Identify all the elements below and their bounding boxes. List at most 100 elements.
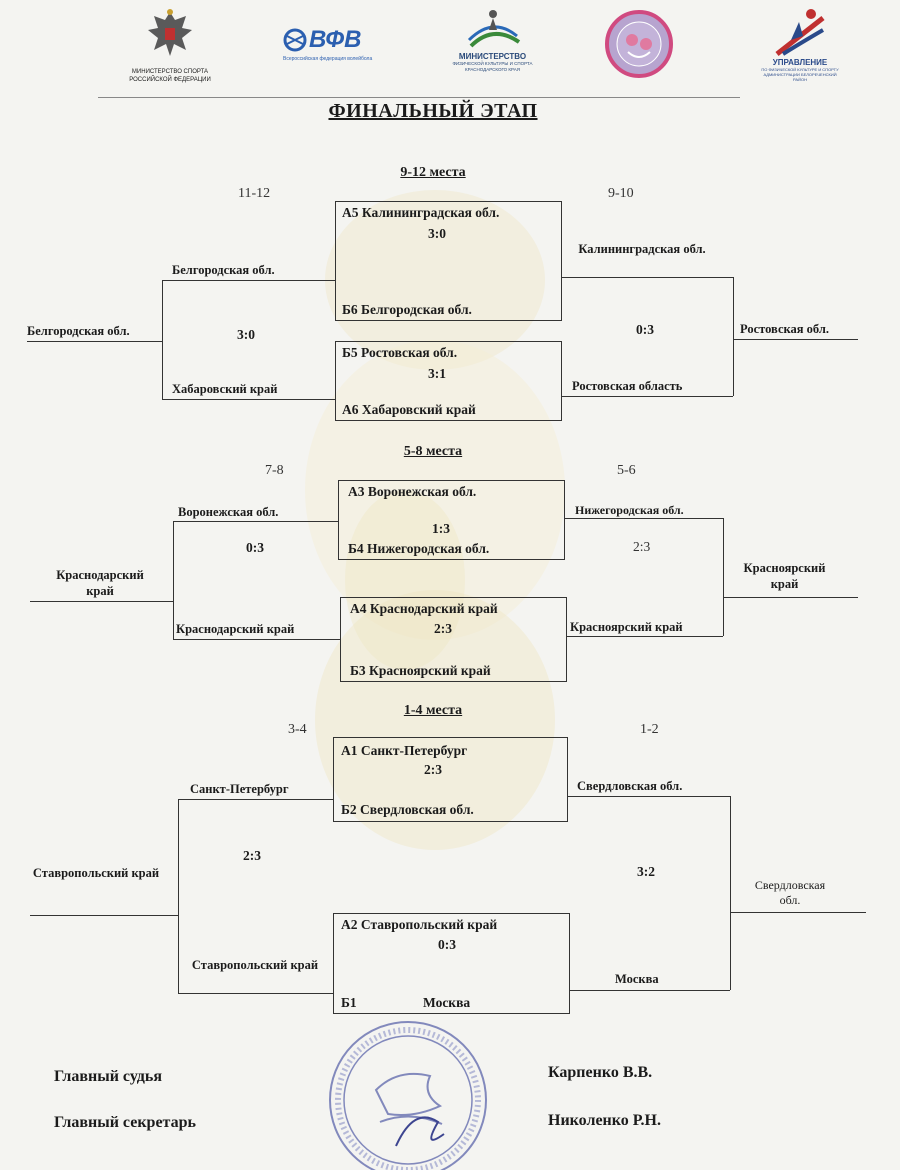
match-team-a4: А4 Краснодарский край	[350, 601, 498, 616]
bracket-left-lower-team: Ставропольский край	[191, 958, 319, 972]
bracket-left-winner: Ставропольский край	[32, 866, 160, 880]
bracket-left-winner: Краснодарский край	[56, 568, 144, 598]
match-team-a1: А1 Санкт-Петербург	[341, 743, 468, 758]
place-label-9-10: 9-10	[608, 186, 634, 201]
sport-department-logo-icon	[775, 9, 825, 56]
match-team-b1-code: Б1	[341, 995, 357, 1010]
bracket-line	[567, 636, 723, 637]
bracket-left-lower-team: Краснодарский край	[176, 622, 295, 636]
match-team-b4: Б4 Нижегородская обл.	[348, 541, 490, 556]
ministry-kk-logo: МИНИСТЕРСТВО ФИЗИЧЕСКОЙ КУЛЬТУРЫ И СПОРТ…	[445, 6, 540, 88]
bracket-line	[733, 277, 734, 396]
chief-judge-name: Карпенко В.В.	[548, 1064, 653, 1081]
bracket-line	[178, 993, 333, 994]
match-box-a3-b4	[338, 480, 565, 560]
match-score-a3-b4: 1:3	[432, 521, 450, 536]
bracket-line	[178, 799, 333, 800]
bracket-line	[30, 915, 178, 916]
bracket-line	[568, 796, 730, 797]
vfv-subtitle: Всероссийская федерация волейбола	[283, 56, 373, 62]
bracket-left-upper-team: Белгородская обл.	[172, 263, 275, 277]
match-score-a5-b6: 3:0	[428, 226, 446, 241]
ministry-sport-caption: МИНИСТЕРСТВО СПОРТА РОССИЙСКОЙ ФЕДЕРАЦИИ	[129, 69, 211, 83]
bracket-line	[562, 277, 733, 278]
chief-judge-label: Главный судья	[54, 1068, 163, 1085]
place-label-1-2: 1-2	[640, 722, 659, 737]
match-box-a1-b2	[333, 737, 568, 822]
bracket-line	[162, 399, 335, 400]
vfv-logo-icon	[283, 28, 307, 52]
round-volleyball-emblem	[604, 6, 674, 86]
vfv-title: ВФВ	[309, 26, 362, 53]
bracket-line	[730, 912, 866, 913]
bracket-line	[565, 518, 723, 519]
ministry-kk-title: МИНИСТЕРСТВО	[458, 52, 527, 61]
mascot-watermark	[305, 190, 565, 850]
match-box-a5-b6	[335, 201, 562, 321]
bracket-line	[723, 518, 724, 636]
bracket-right-score: 0:3	[636, 322, 654, 337]
bracket-line	[173, 639, 340, 640]
bracket-right-upper-team: Нижегородская обл.	[575, 503, 684, 517]
bracket-left-upper-team: Воронежская обл.	[178, 505, 279, 519]
sport-department-title: УПРАВЛЕНИЕ	[772, 58, 828, 67]
sport-department-subtitle: ПО ФИЗИЧЕСКОЙ КУЛЬТУРЕ И СПОРТУ АДМИНИСТ…	[761, 67, 839, 82]
match-score-a2-b1: 0:3	[438, 937, 456, 952]
sport-department-logo: УПРАВЛЕНИЕ ПО ФИЗИЧЕСКОЙ КУЛЬТУРЕ И СПОР…	[760, 6, 840, 92]
place-label-7-8: 7-8	[265, 463, 284, 478]
bracket-line	[162, 280, 335, 281]
match-team-b2: Б2 Свердловская обл.	[341, 802, 474, 817]
place-label-3-4: 3-4	[288, 722, 307, 737]
bracket-left-winner: Белгородская обл.	[27, 324, 130, 338]
section-title-9-12: 9-12 места	[400, 165, 466, 180]
match-score-b5-a6: 3:1	[428, 366, 446, 381]
bracket-line	[173, 521, 174, 639]
match-team-b3: Б3 Красноярский край	[350, 663, 491, 678]
place-label-11-12: 11-12	[238, 186, 271, 201]
bracket-line	[733, 339, 858, 340]
match-team-b6: Б6 Белгородская обл.	[342, 302, 472, 317]
match-team-b1: Москва	[423, 995, 471, 1010]
page-title: ФИНАЛЬНЫЙ ЭТАП	[328, 100, 538, 122]
place-label-5-6: 5-6	[617, 463, 636, 478]
ministry-kk-logo-icon	[467, 10, 520, 48]
official-round-stamp-icon	[329, 1021, 487, 1170]
bracket-line	[27, 341, 162, 342]
bracket-line	[570, 990, 730, 991]
match-box-a2-b1	[333, 913, 570, 1014]
header-divider	[98, 97, 740, 98]
bracket-left-score: 3:0	[237, 327, 255, 342]
bracket-right-winner: Свердловская обл.	[754, 878, 826, 907]
match-team-a3: А3 Воронежская обл.	[348, 484, 477, 499]
bracket-line	[178, 799, 179, 993]
bracket-line	[30, 601, 173, 602]
bracket-right-score: 2:3	[633, 539, 651, 554]
match-score-a1-b2: 2:3	[424, 762, 442, 777]
match-team-a2: А2 Ставропольский край	[341, 917, 498, 932]
chief-secretary-label: Главный секретарь	[54, 1114, 196, 1131]
match-box-a4-b3	[340, 597, 567, 682]
bracket-line	[730, 796, 731, 990]
section-title-1-4: 1-4 места	[403, 703, 463, 718]
bracket-right-upper-team: Свердловская обл.	[577, 779, 683, 793]
bracket-right-lower-team: Москва	[615, 972, 659, 986]
bracket-right-lower-team: Ростовская область	[572, 379, 683, 393]
section-title-5-8: 5-8 места	[403, 444, 463, 459]
bracket-left-lower-team: Хабаровский край	[172, 382, 278, 396]
bracket-left-upper-team: Санкт-Петербург	[190, 782, 289, 796]
ministry-sport-logo: МИНИСТЕРСТВО СПОРТА РОССИЙСКОЙ ФЕДЕРАЦИИ	[115, 6, 225, 94]
bracket-line	[162, 280, 163, 399]
bracket-line	[723, 597, 858, 598]
bracket-right-winner: Ростовская обл.	[740, 322, 829, 336]
ministry-kk-subtitle: ФИЗИЧЕСКОЙ КУЛЬТУРЫ И СПОРТА КРАСНОДАРСК…	[452, 61, 533, 72]
eagle-emblem-icon	[148, 9, 192, 56]
bracket-left-score: 2:3	[243, 848, 261, 863]
bracket-right-lower-team: Красноярский край	[570, 620, 683, 634]
round-volleyball-emblem-icon	[605, 10, 673, 78]
bracket-left-score: 0:3	[246, 540, 264, 555]
bracket-right-score: 3:2	[637, 864, 655, 879]
match-team-a5: А5 Калининградская обл.	[342, 205, 500, 220]
bracket-right-winner: Красноярский край	[743, 561, 826, 591]
bracket-right-upper-team: Калининградская обл.	[578, 242, 706, 256]
